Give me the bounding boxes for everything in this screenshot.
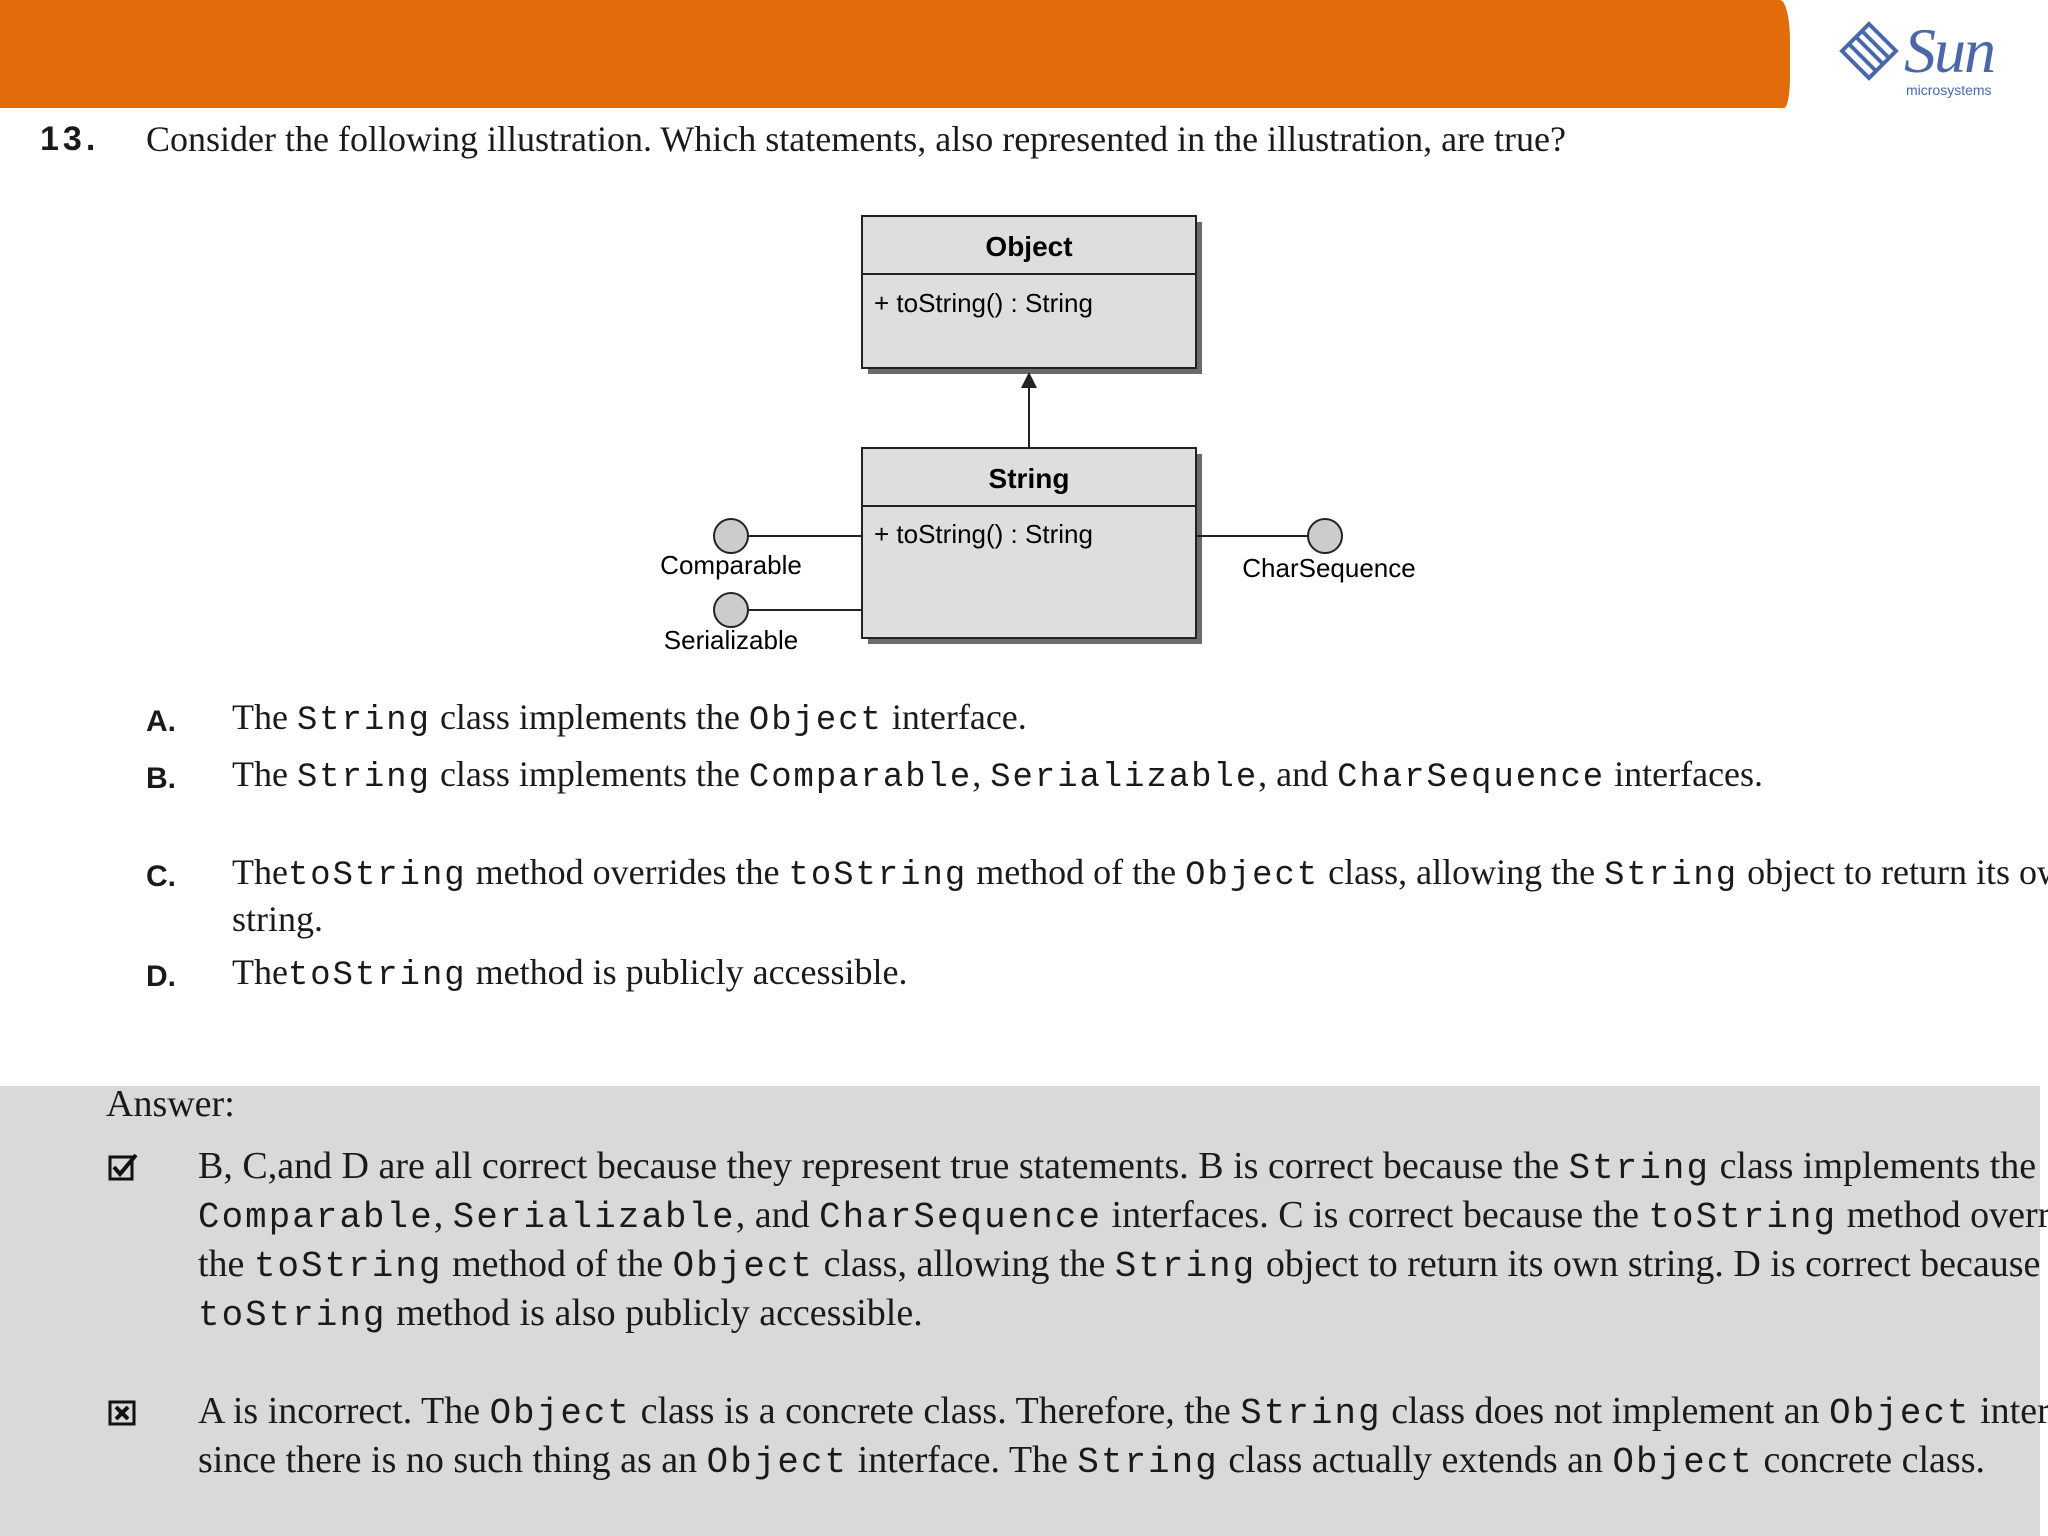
option-c-letter: C. [146,860,176,893]
option-b-letter: B. [146,762,176,795]
logo-subtitle: microsystems [1906,82,1992,98]
answer-incorrect-text: A is incorrect. The Object class is a co… [198,1390,2048,1483]
checkbox-checked-icon [108,1153,138,1181]
string-class-method: + toString() : String [874,519,1093,549]
logo-wordmark: Sun [1904,15,1996,86]
question-number: 13. [40,120,100,158]
comparable-label: Comparable [660,550,802,580]
checkbox-crossed-icon [108,1400,136,1426]
option-b-text: The String class implements the Comparab… [232,754,1764,797]
option-d-letter: D. [146,960,176,993]
serializable-interface: Serializable [664,592,862,655]
answer-heading: Answer: [106,1083,235,1125]
header-band [0,0,1790,108]
object-class-name: Object [985,231,1072,262]
uml-diagram: Object + toString() : String String + to… [660,215,1416,655]
serializable-label: Serializable [664,625,798,655]
object-class-method: + toString() : String [874,288,1093,318]
option-d-text: ThetoString method is publicly accessibl… [232,952,908,995]
charsequence-label: CharSequence [1242,553,1415,583]
sun-logo-icon [1839,21,1899,81]
object-class-box: Object + toString() : String [861,215,1202,374]
string-class-name: String [989,463,1070,494]
inheritance-arrow [1021,372,1037,448]
answer-box [0,1086,2040,1536]
comparable-interface: Comparable [660,518,862,580]
option-c-text: ThetoString method overrides the toStrin… [232,852,2048,939]
string-class-box: String + toString() : String [861,447,1202,644]
option-a-letter: A. [146,705,176,738]
question-text: Consider the following illustration. Whi… [146,119,1566,159]
charsequence-interface: CharSequence [1196,518,1416,583]
answer-correct-text: B, C,and D are all correct because they … [198,1145,2048,1336]
option-a-text: The String class implements the Object i… [232,697,1027,740]
sun-logo: Sun microsystems [1838,15,2008,100]
